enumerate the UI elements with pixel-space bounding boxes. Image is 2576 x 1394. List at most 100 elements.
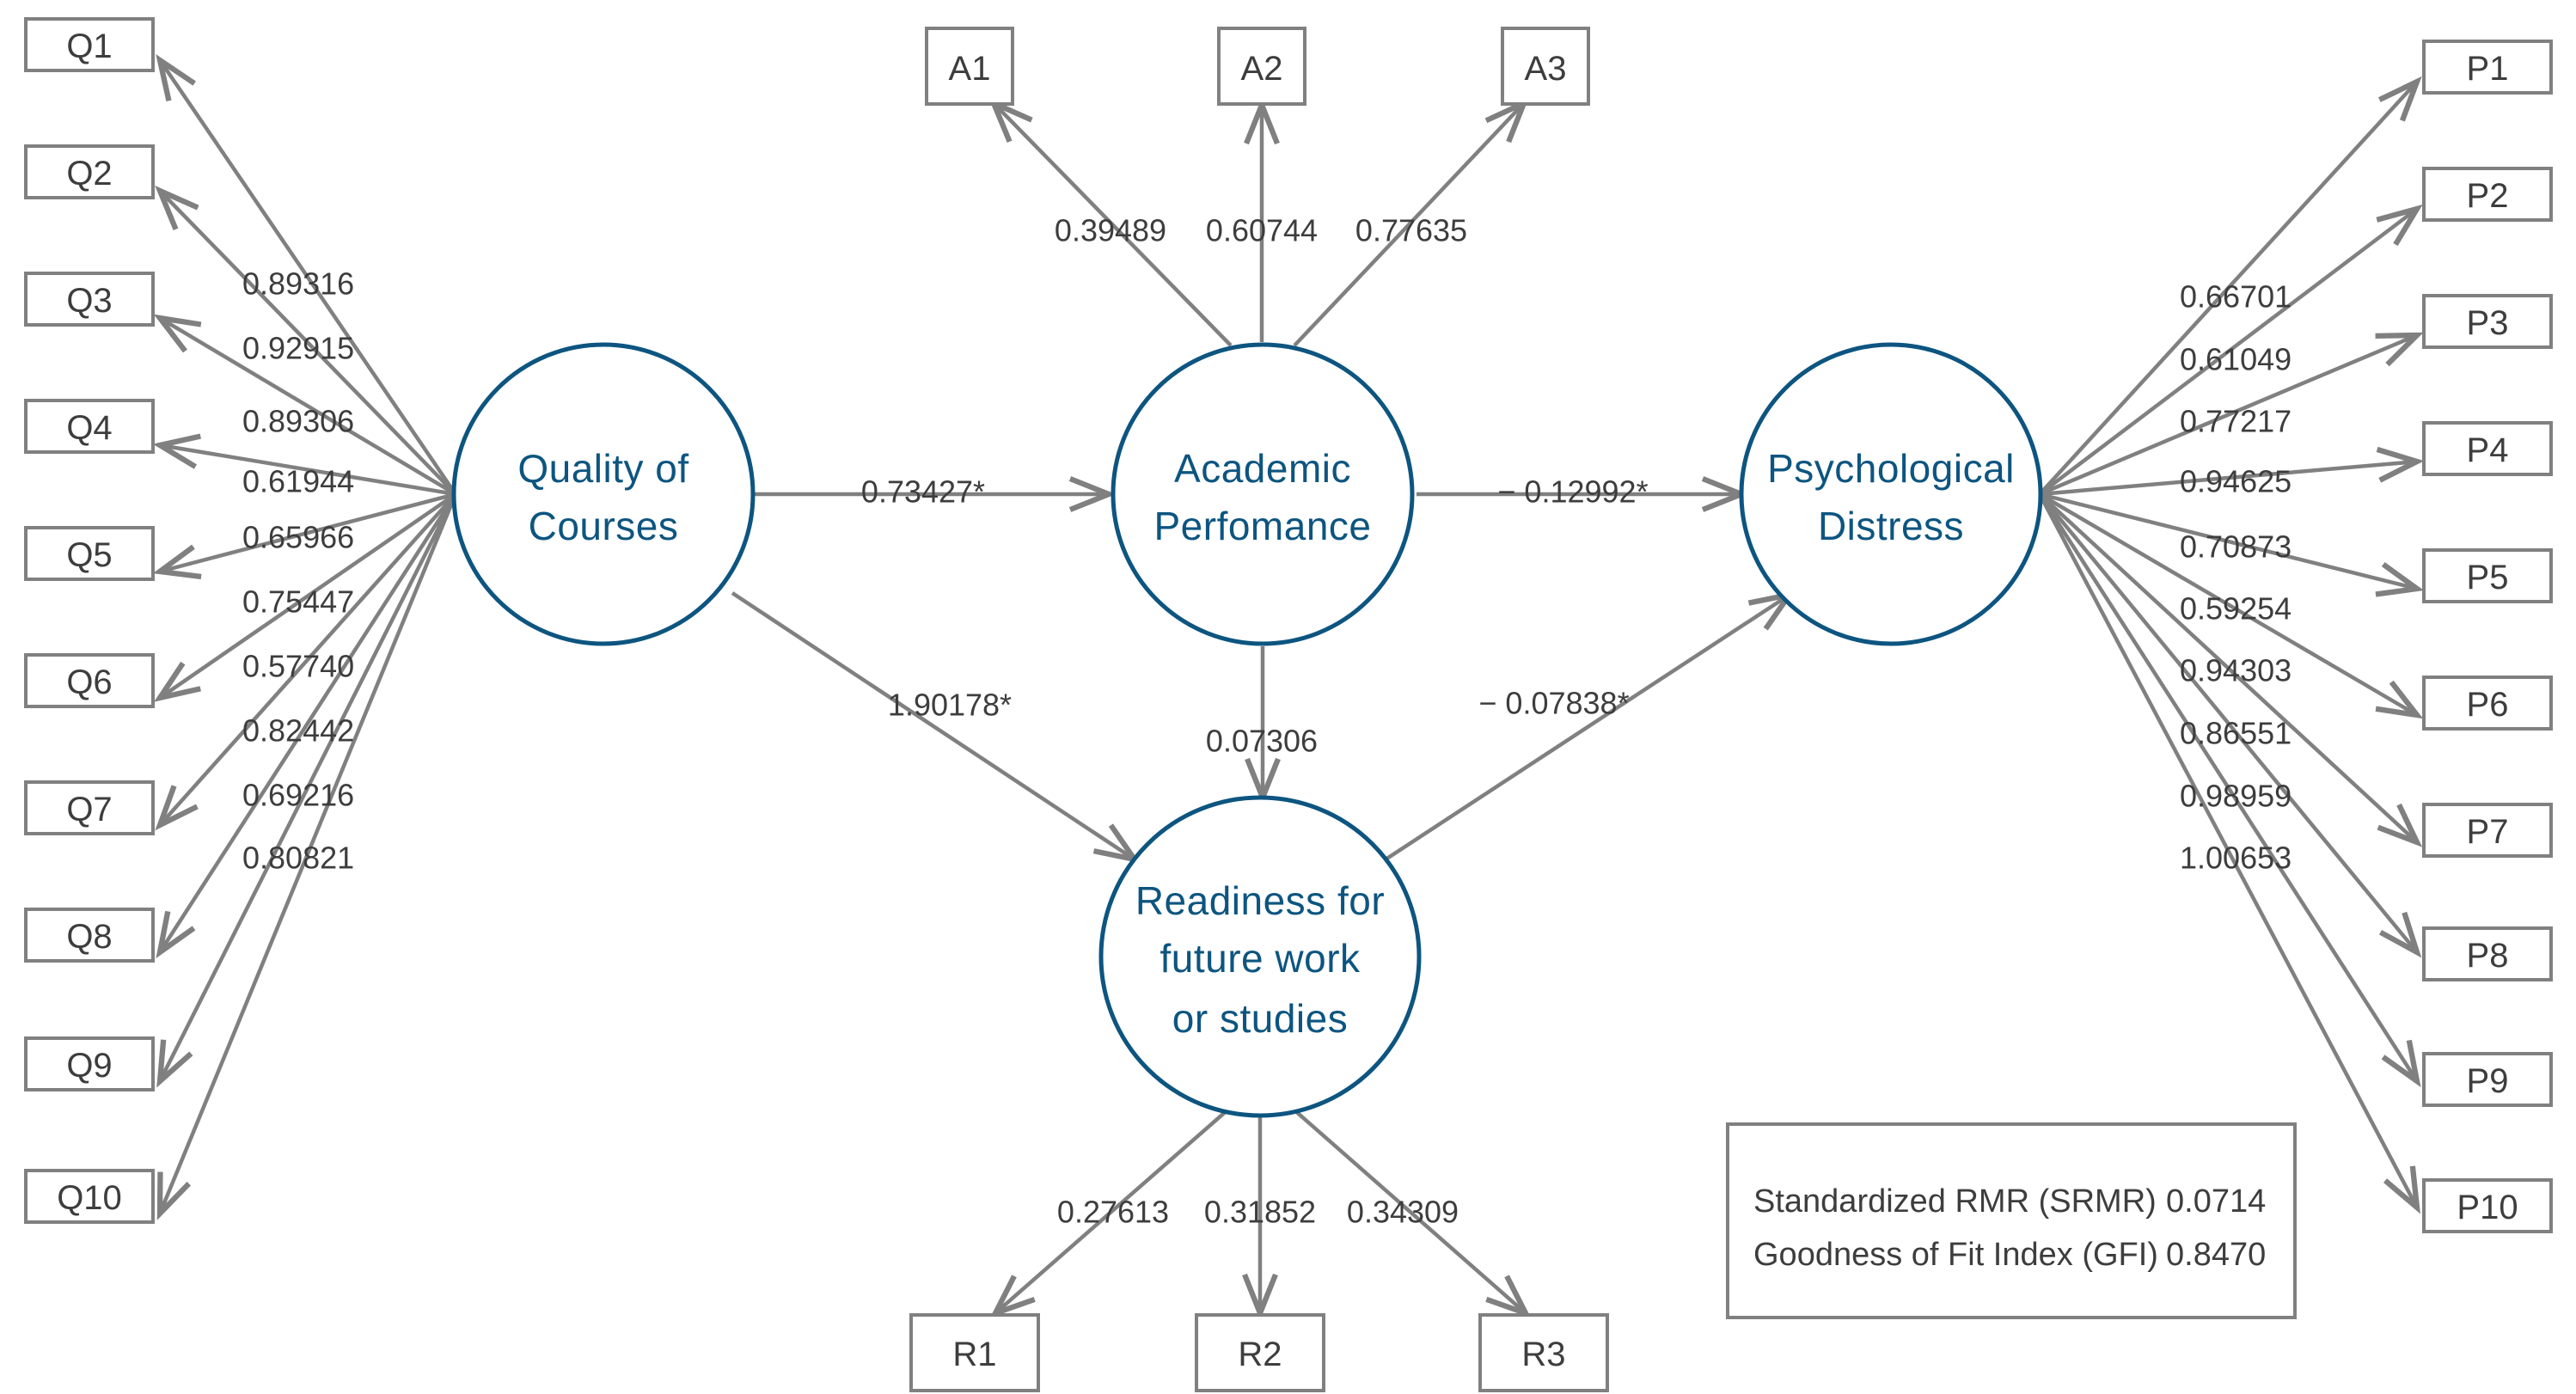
loading-label-q6: 0.75447 <box>242 584 354 620</box>
latent-node-quality[interactable]: Quality of Courses <box>451 342 756 646</box>
latent-label-quality-line2: Courses <box>529 504 679 548</box>
observed-box-a1[interactable]: A1 <box>925 27 1014 106</box>
observed-box-p10[interactable]: P10 <box>2422 1178 2553 1233</box>
observed-box-label: Q3 <box>66 282 112 320</box>
edge-quality-q1 <box>156 53 457 496</box>
observed-box-q3[interactable]: Q3 <box>24 272 155 327</box>
edge-academic-a3 <box>1293 97 1529 347</box>
edge-distress-p8 <box>2038 492 2422 958</box>
observed-box-p9[interactable]: P9 <box>2422 1052 2553 1107</box>
fit-index-value-gfi: 0.8470 <box>2166 1237 2266 1273</box>
loading-label-p10: 1.00653 <box>2180 841 2291 876</box>
loading-label-q3: 0.89306 <box>242 404 354 439</box>
observed-box-label: Q4 <box>66 409 112 447</box>
latent-label-readiness-line1: Readiness for <box>1135 878 1385 923</box>
observed-box-label: Q7 <box>66 791 112 828</box>
edge-distress-p3 <box>2039 332 2424 497</box>
loading-label-q8: 0.82442 <box>242 713 354 749</box>
observed-box-label: P9 <box>2467 1062 2509 1100</box>
loading-label-a2: 0.60744 <box>1206 213 1318 248</box>
edge-quality-q4 <box>152 433 456 497</box>
latent-node-academic[interactable]: Academic Perfomance <box>1111 342 1415 646</box>
observed-box-r3[interactable]: R3 <box>1478 1313 1609 1392</box>
observed-box-q5[interactable]: Q5 <box>24 526 155 581</box>
edge-distress-p10 <box>2038 492 2420 1214</box>
observed-box-q1[interactable]: Q1 <box>24 17 155 72</box>
observed-box-label: P7 <box>2467 813 2509 851</box>
structural-path-labels: 0.73427* − 0.12992* 1.90178* − 0.07838* … <box>861 474 1649 759</box>
observed-box-p7[interactable]: P7 <box>2422 803 2553 858</box>
loading-label-q5: 0.65966 <box>242 520 354 555</box>
loading-label-p2: 0.61049 <box>2180 342 2291 377</box>
observed-box-q4[interactable]: Q4 <box>24 399 155 454</box>
observed-box-label: P6 <box>2467 686 2509 724</box>
observed-box-r1[interactable]: R1 <box>909 1313 1040 1392</box>
observed-box-label: Q6 <box>66 663 112 701</box>
observed-box-label: P8 <box>2467 937 2509 975</box>
fit-index-value-srmr: 0.0714 <box>2166 1183 2266 1220</box>
path-label-academic-distress: − 0.12992* <box>1497 474 1648 510</box>
observed-box-label: Q5 <box>66 536 112 574</box>
latent-label-academic-line2: Perfomance <box>1153 504 1371 548</box>
observed-box-label: Q8 <box>66 918 112 956</box>
latent-node-readiness[interactable]: Readiness for future work or studies <box>1098 795 1422 1118</box>
fit-index-label-srmr: Standardized RMR (SRMR) <box>1753 1183 2157 1220</box>
loading-label-a1: 0.39489 <box>1055 213 1166 248</box>
loading-label-p7: 0.94303 <box>2180 653 2291 688</box>
edge-academic-a1 <box>988 97 1233 347</box>
observed-box-r2[interactable]: R2 <box>1195 1313 1325 1392</box>
edge-quality-q7 <box>155 492 457 831</box>
observed-box-p8[interactable]: P8 <box>2422 926 2553 981</box>
loading-label-p6: 0.59254 <box>2180 591 2291 627</box>
observed-box-label: A2 <box>1241 50 1283 88</box>
observed-box-label: Q9 <box>66 1047 112 1085</box>
loading-label-q7: 0.57740 <box>242 649 354 684</box>
loading-label-p9: 0.98959 <box>2180 779 2291 814</box>
edges-distress-indicators <box>2038 76 2425 1214</box>
observed-box-p3[interactable]: P3 <box>2422 294 2553 349</box>
observed-box-p1[interactable]: P1 <box>2422 40 2553 95</box>
observed-box-p4[interactable]: P4 <box>2422 421 2553 476</box>
observed-box-q6[interactable]: Q6 <box>24 653 155 708</box>
edge-quality-q3 <box>153 314 457 496</box>
path-label-quality-academic: 0.73427* <box>861 474 985 510</box>
observed-box-label: P2 <box>2467 177 2509 215</box>
structural-paths <box>731 476 1796 864</box>
observed-box-label: A3 <box>1525 50 1567 88</box>
fit-index-label-gfi: Goodness of Fit Index (GFI) <box>1753 1237 2158 1273</box>
edge-quality-q5 <box>152 492 456 580</box>
loading-label-r2: 0.31852 <box>1204 1195 1316 1230</box>
loading-label-p1: 0.66701 <box>2180 279 2291 315</box>
observed-box-label: R3 <box>1521 1336 1565 1373</box>
loading-labels-readiness: 0.27613 0.31852 0.34309 <box>1057 1195 1459 1230</box>
observed-box-a3[interactable]: A3 <box>1501 27 1590 106</box>
observed-box-p6[interactable]: P6 <box>2422 676 2553 731</box>
edge-distress-p4 <box>2039 446 2425 497</box>
observed-boxes-quality: Q1 Q2 Q3 Q4 Q5 Q6 <box>24 17 155 1224</box>
path-label-quality-readiness: 1.90178* <box>888 688 1012 723</box>
loading-label-r1: 0.27613 <box>1057 1195 1169 1230</box>
edge-readiness-to-distress <box>1384 590 1796 861</box>
path-label-academic-readiness: 0.07306 <box>1206 724 1318 759</box>
observed-box-p5[interactable]: P5 <box>2422 548 2553 603</box>
path-label-readiness-distress: − 0.07838* <box>1478 686 1629 721</box>
loading-label-q1: 0.89316 <box>242 266 354 302</box>
observed-box-label: Q2 <box>66 155 112 193</box>
observed-box-q10[interactable]: Q10 <box>24 1169 155 1224</box>
loading-labels-academic: 0.39489 0.60744 0.77635 <box>1055 213 1467 248</box>
latent-node-distress[interactable]: Psychological Distress <box>1739 342 2043 646</box>
latent-label-readiness-line3: or studies <box>1172 996 1348 1041</box>
edge-quality-to-readiness <box>731 591 1141 864</box>
observed-box-label: P1 <box>2467 50 2509 88</box>
observed-box-q9[interactable]: Q9 <box>24 1036 155 1091</box>
observed-box-q8[interactable]: Q8 <box>24 908 155 963</box>
edge-distress-p2 <box>2038 204 2423 496</box>
observed-box-q2[interactable]: Q2 <box>24 144 155 199</box>
observed-boxes-distress: P1 P2 P3 P4 P5 P6 <box>2422 40 2553 1233</box>
observed-box-a2[interactable]: A2 <box>1217 27 1306 106</box>
observed-box-p2[interactable]: P2 <box>2422 167 2553 222</box>
edge-readiness-r1 <box>989 1107 1231 1318</box>
observed-box-q7[interactable]: Q7 <box>24 780 155 835</box>
